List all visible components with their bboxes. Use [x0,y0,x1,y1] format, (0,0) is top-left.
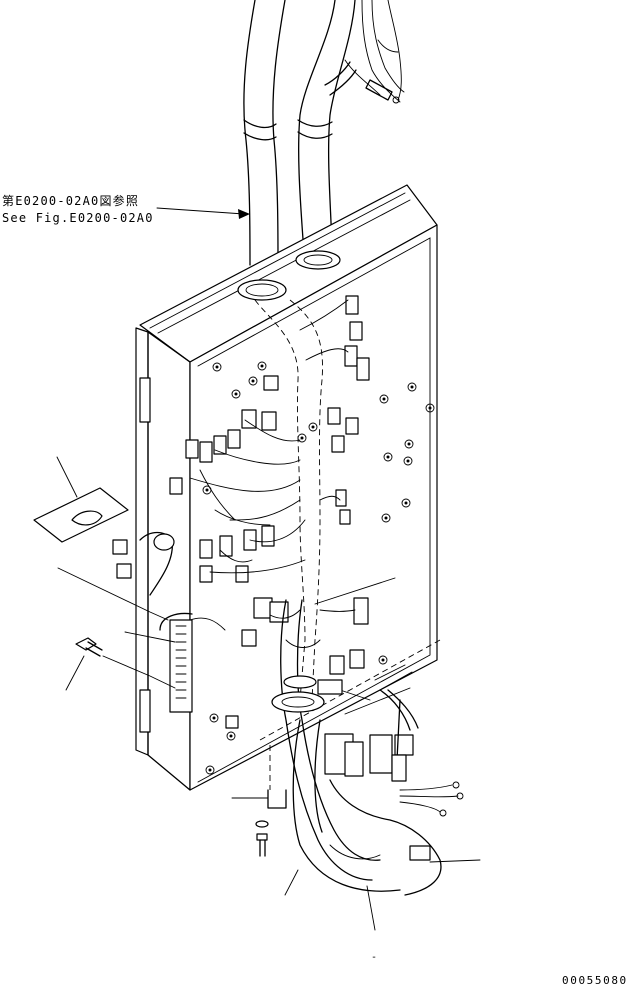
bolt-left [65,637,103,691]
terminal-block [159,612,226,713]
reference-label-jp: 第E0200-02A0図参照 [2,194,140,208]
reference-label-en: See Fig.E0200-02A0 [2,211,154,225]
part-number: 00055080 [562,974,628,987]
lower-harness [271,599,464,896]
internal-wiring [189,299,441,790]
leader-lines [57,567,481,931]
panel-connectors [169,295,370,729]
left-sensor-wire [112,531,175,596]
upper-harness [243,0,405,266]
clamp-bolt-bottom [255,789,287,857]
plate-part [33,456,129,543]
reference-arrow [156,207,250,219]
dash-mark: - [371,952,379,963]
controller-box [135,184,441,791]
